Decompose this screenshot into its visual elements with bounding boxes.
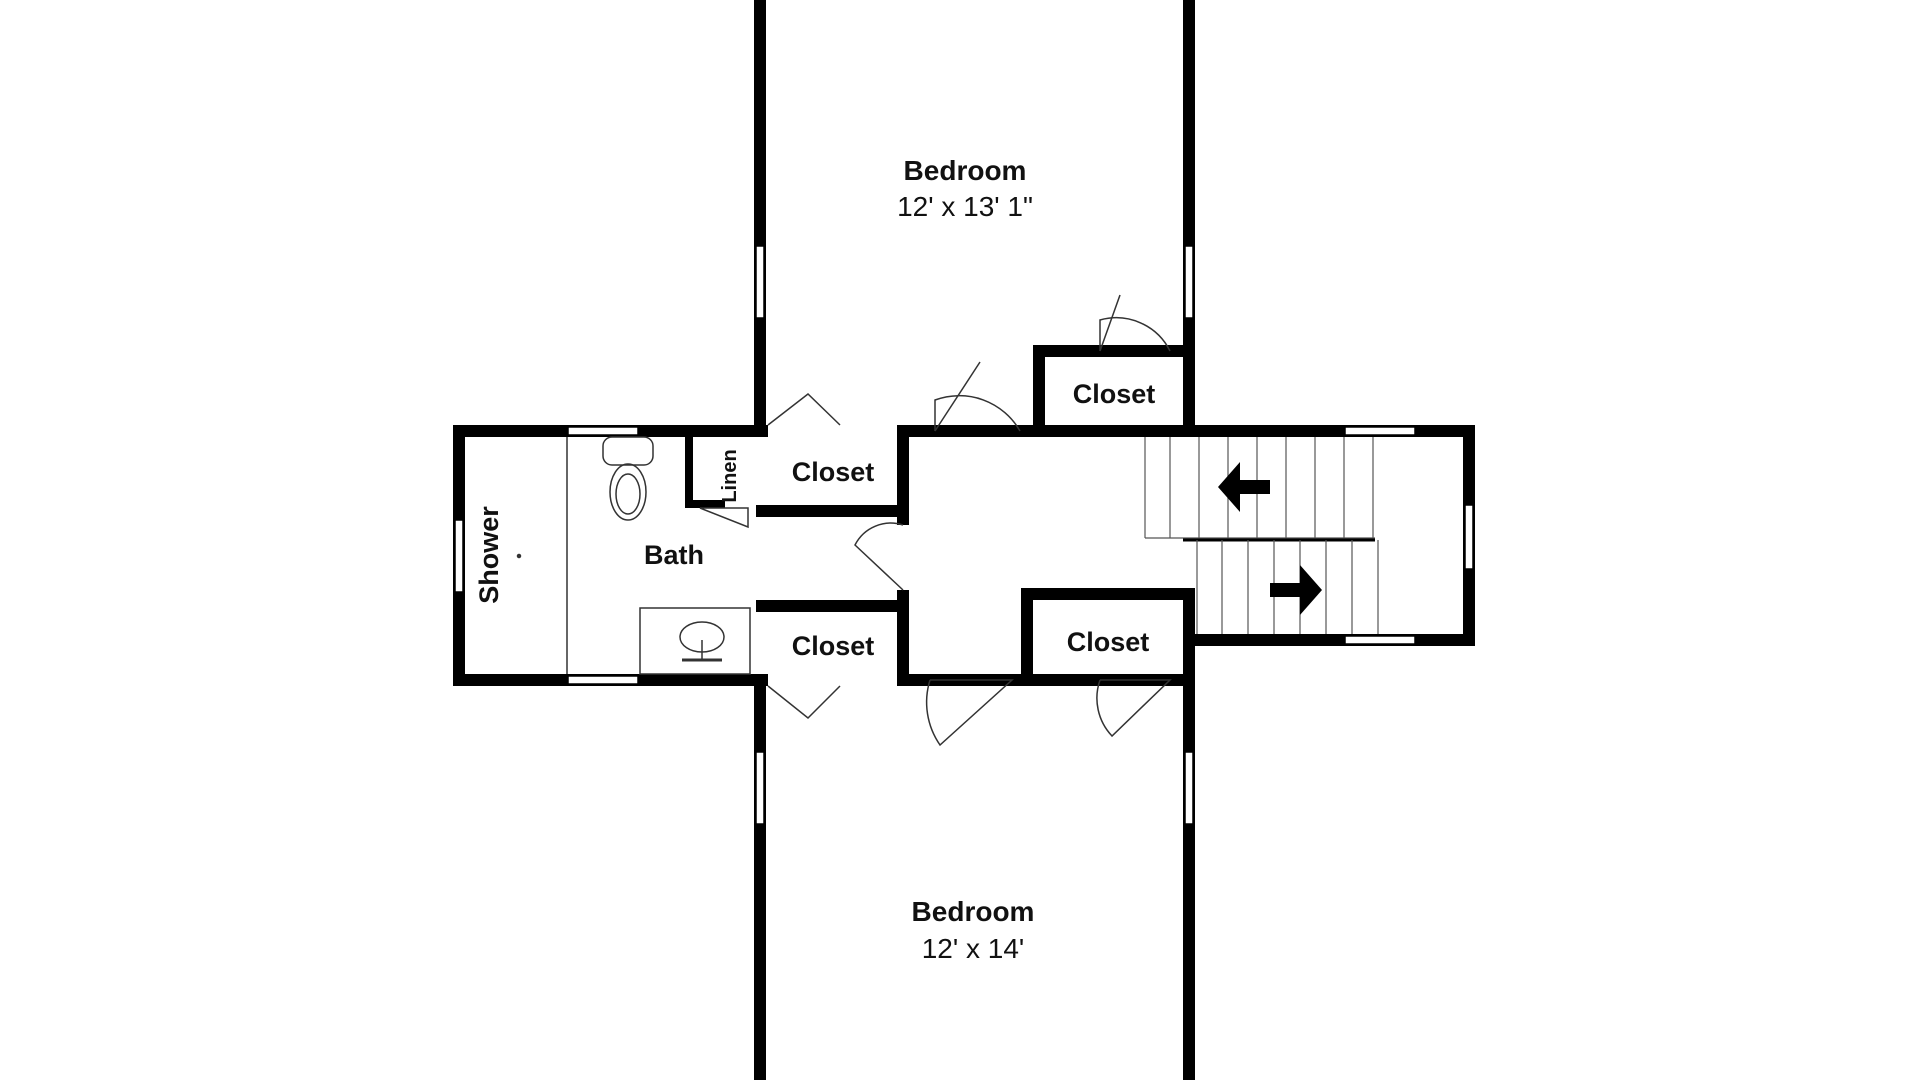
door-upper-bedroom xyxy=(934,394,1021,432)
window-lower-right xyxy=(1184,751,1194,825)
window-stair-top xyxy=(1344,426,1416,436)
toilet-tank xyxy=(602,436,654,466)
door-leaf xyxy=(934,361,981,432)
room-name-linen: Linen xyxy=(719,449,741,502)
room-dimensions-lower-bedroom: 12' x 14' xyxy=(922,933,1025,964)
wall-linen-left xyxy=(685,432,693,507)
door-closet-bifold-upper xyxy=(767,393,841,426)
wall-closet-lr-left xyxy=(1021,588,1033,686)
window-stair-right xyxy=(1464,504,1474,570)
wall-stair-bottom xyxy=(1183,634,1475,646)
door-leaf xyxy=(1099,294,1121,352)
window-bath-left xyxy=(454,519,464,593)
wall-linen-bottom xyxy=(685,500,725,508)
room-name-closet-lower-left: Closet xyxy=(792,631,875,661)
wall-hall-top xyxy=(897,425,1195,437)
room-name-upper-bedroom: Bedroom xyxy=(904,155,1027,186)
room-name-bath: Bath xyxy=(644,540,704,570)
stairs xyxy=(1144,437,1379,634)
wall-closet-ll-top xyxy=(756,600,909,612)
fixtures xyxy=(516,436,751,675)
room-name-closet-lower-right: Closet xyxy=(1067,627,1150,657)
left-arrow-icon xyxy=(1218,462,1270,512)
door-linen xyxy=(699,507,749,529)
toilet-bowl xyxy=(609,463,647,521)
wall-hall-bottom xyxy=(897,674,1195,686)
room-name-lower-bedroom: Bedroom xyxy=(912,896,1035,927)
vanity xyxy=(639,607,751,675)
window-lower-left xyxy=(755,751,765,825)
door-bath xyxy=(854,522,904,591)
wall-closet-up-left xyxy=(1033,345,1045,437)
wall-lower-bedroom-left xyxy=(754,680,766,1080)
wall-hall-left-lower xyxy=(897,590,909,686)
wall-lower-bedroom-right xyxy=(1183,680,1195,1080)
wall-closet-up-top xyxy=(1033,345,1195,357)
room-name-closet-upper-left: Closet xyxy=(792,457,875,487)
windows xyxy=(454,245,1474,825)
wall-hall-left-upper xyxy=(897,425,909,525)
window-bath-top xyxy=(567,426,639,436)
window-stair-bottom xyxy=(1344,635,1416,645)
door-lower-bedroom xyxy=(925,679,1014,747)
wall-closet-lr-top xyxy=(1021,588,1195,600)
room-name-shower: Shower xyxy=(474,506,504,604)
doors xyxy=(699,294,1172,747)
window-upper-right xyxy=(1184,245,1194,319)
labels: Bedroom 12' x 13' 1" Bedroom 12' x 14' B… xyxy=(474,155,1155,964)
wall-upper-bedroom-left xyxy=(754,0,766,432)
wall-upper-bedroom-right xyxy=(1183,0,1195,432)
wall-closet-ul-bottom xyxy=(756,505,909,517)
wall-stair-top xyxy=(1183,425,1475,437)
room-name-closet-upper-right: Closet xyxy=(1073,379,1156,409)
room-dimensions-upper-bedroom: 12' x 13' 1" xyxy=(897,191,1033,222)
door-upper-closet xyxy=(1099,317,1171,352)
toilet-seat xyxy=(615,473,641,515)
shower-drain xyxy=(516,553,522,559)
right-arrow-icon xyxy=(1270,565,1322,615)
door-lower-right-closet xyxy=(1096,679,1172,738)
window-upper-left xyxy=(755,245,765,319)
stair-treads xyxy=(1169,437,1379,634)
stair-arrows xyxy=(1218,462,1322,615)
window-bath-bottom xyxy=(567,675,639,685)
door-closet-bifold-lower xyxy=(767,685,841,720)
